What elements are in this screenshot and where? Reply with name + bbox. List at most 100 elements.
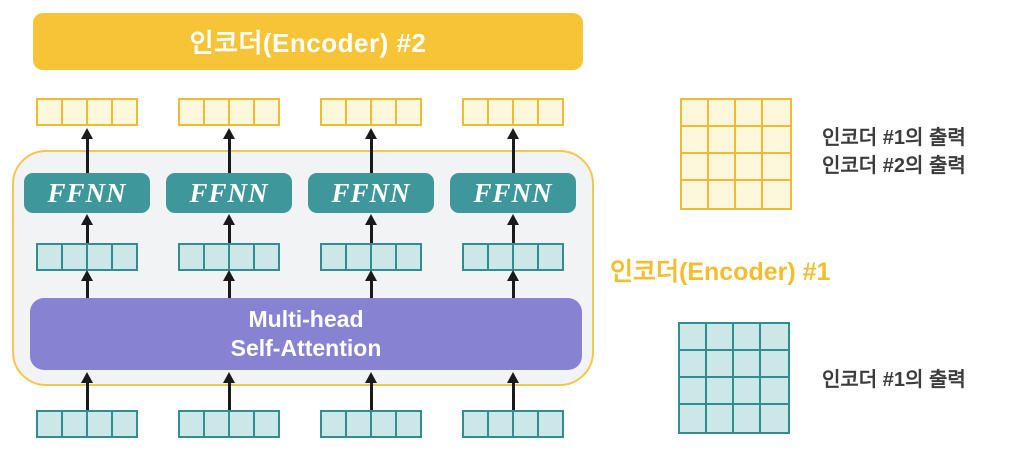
up-arrow — [506, 128, 519, 173]
matrix-cell — [537, 243, 564, 271]
matrix-cell — [228, 98, 255, 126]
matrix-cell — [487, 98, 514, 126]
matrix-cell — [395, 243, 422, 271]
matrix-cell — [736, 181, 763, 208]
matrix-cell — [395, 410, 422, 438]
up-arrow — [506, 372, 519, 410]
matrix-cell — [36, 243, 63, 271]
matrix-cell — [178, 98, 205, 126]
matrix-cell — [707, 378, 734, 405]
encoder1-output-vector — [462, 98, 564, 126]
up-arrow — [364, 214, 377, 243]
up-arrow — [80, 372, 93, 410]
matrix-cell — [682, 154, 709, 181]
matrix-cell — [203, 243, 230, 271]
matrix-cell — [761, 405, 788, 432]
matrix-cell — [761, 351, 788, 378]
matrix-cell — [512, 410, 539, 438]
attention-output-vector — [36, 243, 138, 271]
matrix-cell — [61, 98, 88, 126]
encoder1-input-vector — [178, 410, 280, 438]
matrix-cell — [203, 98, 230, 126]
attention-label-line2: Self-Attention — [230, 335, 382, 361]
matrix-cell — [682, 127, 709, 154]
encoder-2-label: 인코더(Encoder) #2 — [189, 28, 427, 58]
matrix-cell — [763, 127, 790, 154]
ffnn-box: FFNN — [24, 173, 150, 213]
matrix-cell — [707, 351, 734, 378]
matrix-cell — [537, 410, 564, 438]
matrix-cell — [345, 98, 372, 126]
matrix-cell — [462, 98, 489, 126]
matrix-cell — [320, 243, 347, 271]
up-arrow — [80, 128, 93, 173]
matrix-cell — [707, 405, 734, 432]
encoder1-output-matrix-teal — [678, 322, 790, 434]
matrix-cell — [111, 243, 138, 271]
up-arrow — [80, 214, 93, 243]
matrix-cell — [680, 351, 707, 378]
matrix-cell — [36, 98, 63, 126]
matrix-cell — [320, 410, 347, 438]
up-arrow — [506, 214, 519, 243]
matrix-cell — [345, 410, 372, 438]
matrix-cell — [253, 410, 280, 438]
encoder-1-label: 인코더(Encoder) #1 — [610, 258, 831, 286]
matrix-cell — [734, 351, 761, 378]
matrix-cell — [680, 324, 707, 351]
ffnn-label: FFNN — [473, 177, 553, 208]
matrix-cell — [36, 410, 63, 438]
matrix-cell — [682, 181, 709, 208]
matrix-cell — [228, 243, 255, 271]
matrix-cell — [178, 410, 205, 438]
matrix-cell — [680, 405, 707, 432]
matrix-cell — [111, 98, 138, 126]
up-arrow — [222, 128, 235, 173]
matrix-cell — [462, 243, 489, 271]
matrix-cell — [320, 98, 347, 126]
encoder-2-box: 인코더(Encoder) #2 — [33, 13, 583, 70]
encoder1-input-vector — [36, 410, 138, 438]
matrix-cell — [86, 98, 113, 126]
matrix-cell — [763, 100, 790, 127]
matrix-cell — [345, 243, 372, 271]
matrix-cell — [253, 98, 280, 126]
yellow-matrix-label-line1: 인코더 #1의 출력 — [822, 127, 966, 149]
attention-output-vector — [178, 243, 280, 271]
matrix-cell — [763, 154, 790, 181]
attention-output-vector — [320, 243, 422, 271]
attention-label-line1: Multi-head — [248, 306, 364, 333]
matrix-cell — [86, 243, 113, 271]
matrix-cell — [537, 98, 564, 126]
matrix-cell — [487, 410, 514, 438]
matrix-cell — [370, 243, 397, 271]
matrix-cell — [709, 127, 736, 154]
yellow-matrix-label-line2: 인코더 #2의 출력 — [822, 155, 966, 177]
encoder1-output-vector — [320, 98, 422, 126]
ffnn-box: FFNN — [450, 173, 576, 213]
up-arrow — [222, 214, 235, 243]
encoder1-output-vector — [36, 98, 138, 126]
encoder1-output-vector — [178, 98, 280, 126]
matrix-cell — [462, 410, 489, 438]
attention-output-vector — [462, 243, 564, 271]
ffnn-label: FFNN — [331, 177, 411, 208]
matrix-cell — [203, 410, 230, 438]
matrix-cell — [512, 98, 539, 126]
up-arrow — [364, 128, 377, 173]
matrix-cell — [61, 410, 88, 438]
matrix-cell — [178, 243, 205, 271]
matrix-cell — [111, 410, 138, 438]
matrix-cell — [707, 324, 734, 351]
matrix-cell — [736, 127, 763, 154]
matrix-cell — [763, 181, 790, 208]
matrix-cell — [228, 410, 255, 438]
up-arrow — [364, 372, 377, 410]
encoder-output-matrix-yellow — [680, 98, 792, 210]
up-arrow — [506, 270, 519, 298]
up-arrow — [222, 270, 235, 298]
matrix-cell — [736, 100, 763, 127]
matrix-cell — [61, 243, 88, 271]
matrix-cell — [734, 324, 761, 351]
matrix-cell — [761, 324, 788, 351]
